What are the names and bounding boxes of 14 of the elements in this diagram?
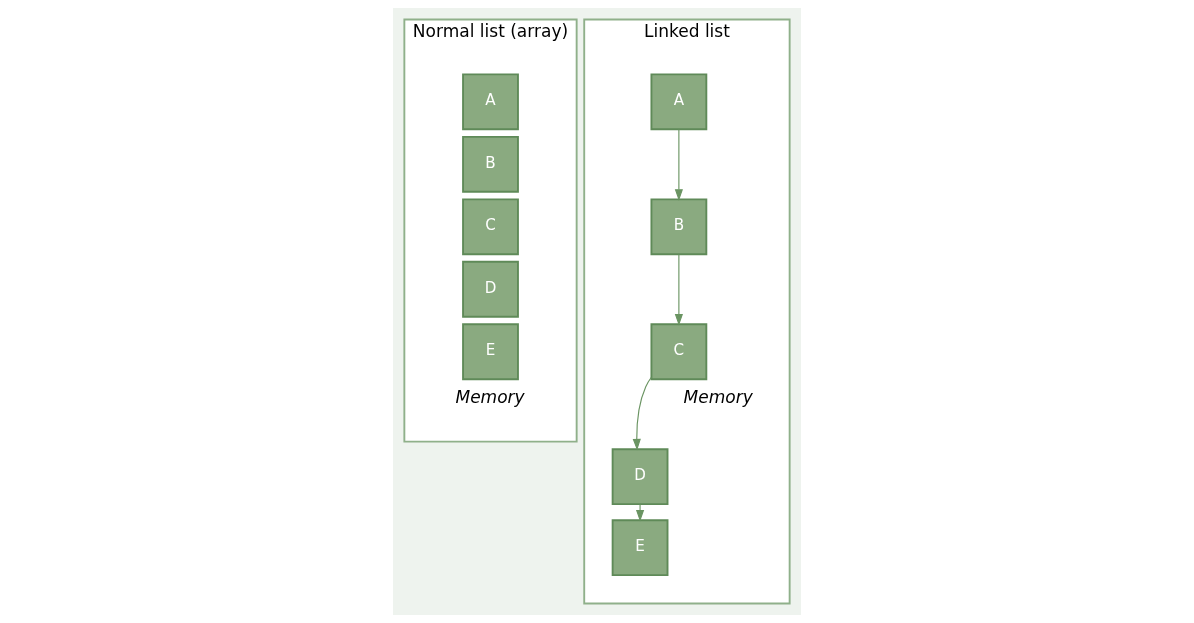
- arrow: [635, 503, 645, 522]
- node-box: E: [611, 519, 669, 577]
- node-box: B: [462, 135, 519, 193]
- node-box: A: [462, 73, 519, 131]
- arrow: [632, 376, 652, 451]
- node-box: D: [611, 448, 669, 506]
- node-box: E: [462, 323, 519, 381]
- arrow: [674, 253, 683, 326]
- node-box: C: [462, 198, 519, 256]
- node-box: D: [462, 260, 519, 318]
- node-box: A: [650, 73, 708, 131]
- arrow: [674, 128, 683, 201]
- node-box: B: [650, 198, 708, 256]
- node-box: C: [650, 323, 708, 381]
